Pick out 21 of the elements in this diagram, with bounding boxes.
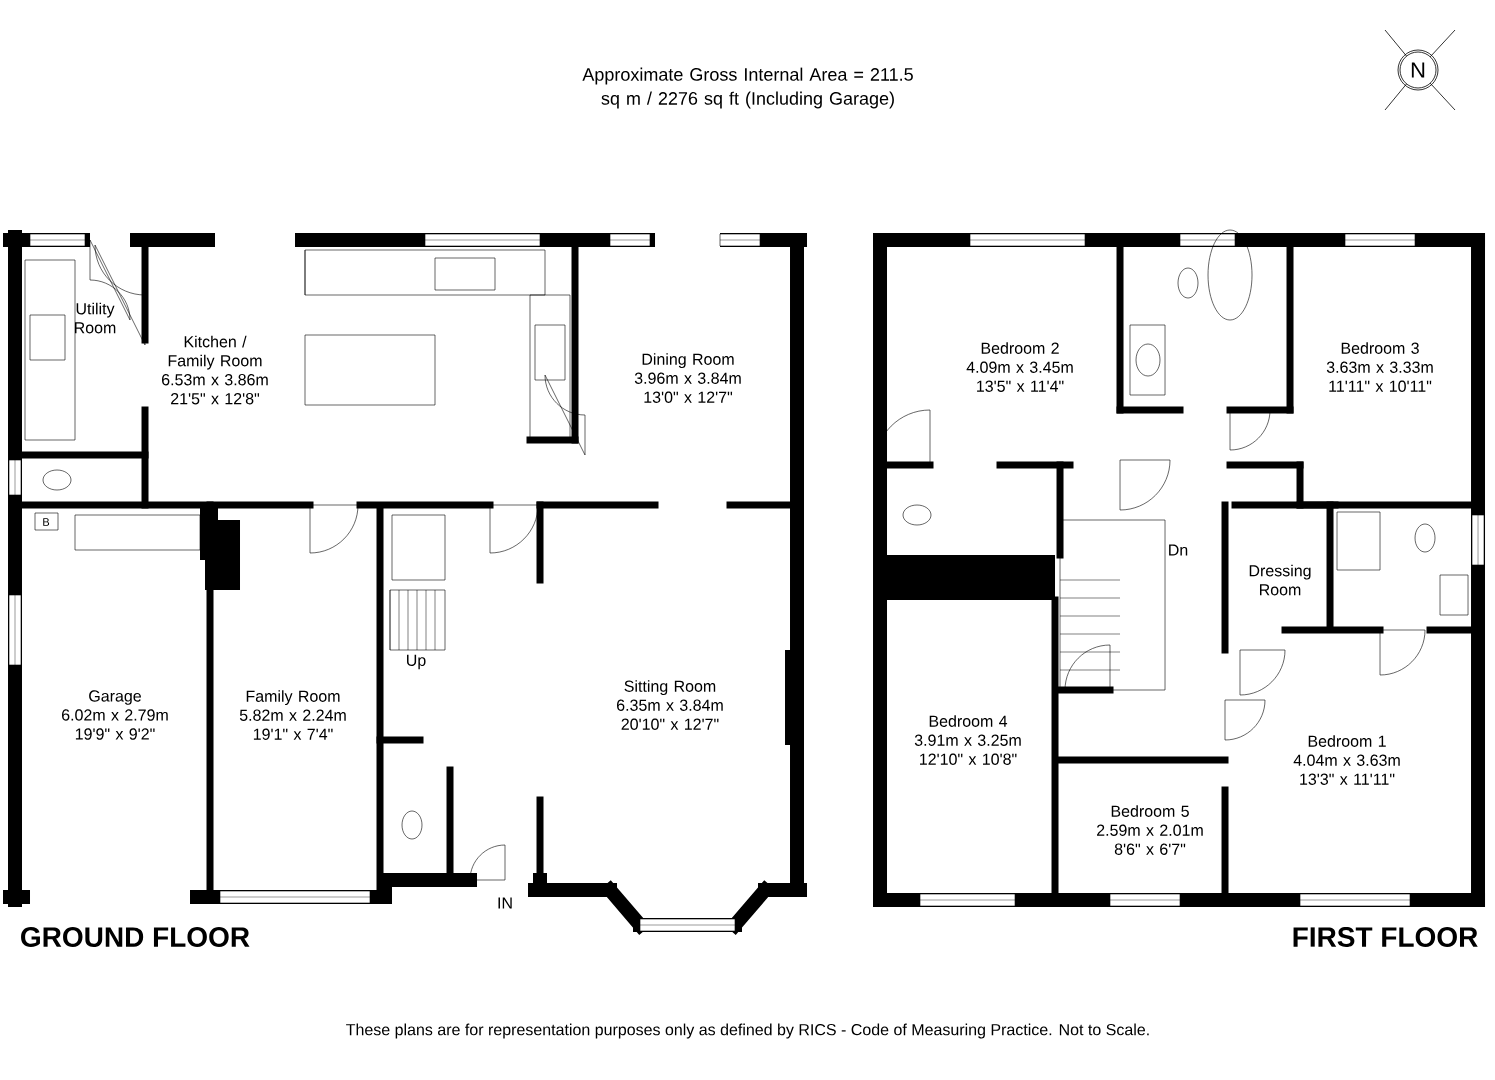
floor-label: FIRST FLOOR (1293, 927, 1478, 947)
room-label: Bedroom 3 3.63m x 3.33m 11'11" x 10'11" (1326, 342, 1433, 392)
room-label: Bedroom 1 4.04m x 3.63m 13'3" x 11'11" (1293, 735, 1400, 785)
stair-label: Dn (1169, 544, 1188, 556)
room-label: Sitting Room 6.35m x 3.84m 20'10" x 12'7" (617, 680, 723, 730)
room-label: Family Room 5.82m x 2.24m 19'1" x 7'4" (239, 690, 346, 740)
floor-label: GROUND FLOOR (21, 927, 250, 947)
boiler-mark: B (43, 518, 50, 526)
stair-label: Up (407, 654, 426, 670)
room-label: Bedroom 5 2.59m x 2.01m 8'6" x 6'7" (1097, 805, 1203, 855)
caption: These plans are for representation purposes only as defined by RICS - Code of Measuring Practice. Not to Scale. (346, 1023, 1149, 1039)
compass-letter: N (1411, 62, 1425, 78)
entrance-label: IN (498, 897, 512, 909)
room-label: Utility Room (75, 302, 116, 334)
room-label: Dressing Room (1249, 564, 1311, 596)
room-label: Kitchen / Family Room 6.53m x 3.86m 21'5" x 12'8" (162, 335, 268, 405)
room-label: Dining Room 3.96m x 3.84m 13'0" x 12'7" (634, 353, 741, 403)
room-label: Bedroom 2 4.09m x 3.45m 13'5" x 11'4" (966, 342, 1073, 392)
title: Approximate Gross Internal Area = 211.5 sq m / 2276 sq ft (Including Garage) (582, 67, 913, 109)
room-label: Garage 6.02m x 2.79m 19'9" x 9'2" (62, 690, 168, 740)
room-label: Bedroom 4 3.91m x 3.25m 12'10" x 10'8" (914, 715, 1021, 765)
